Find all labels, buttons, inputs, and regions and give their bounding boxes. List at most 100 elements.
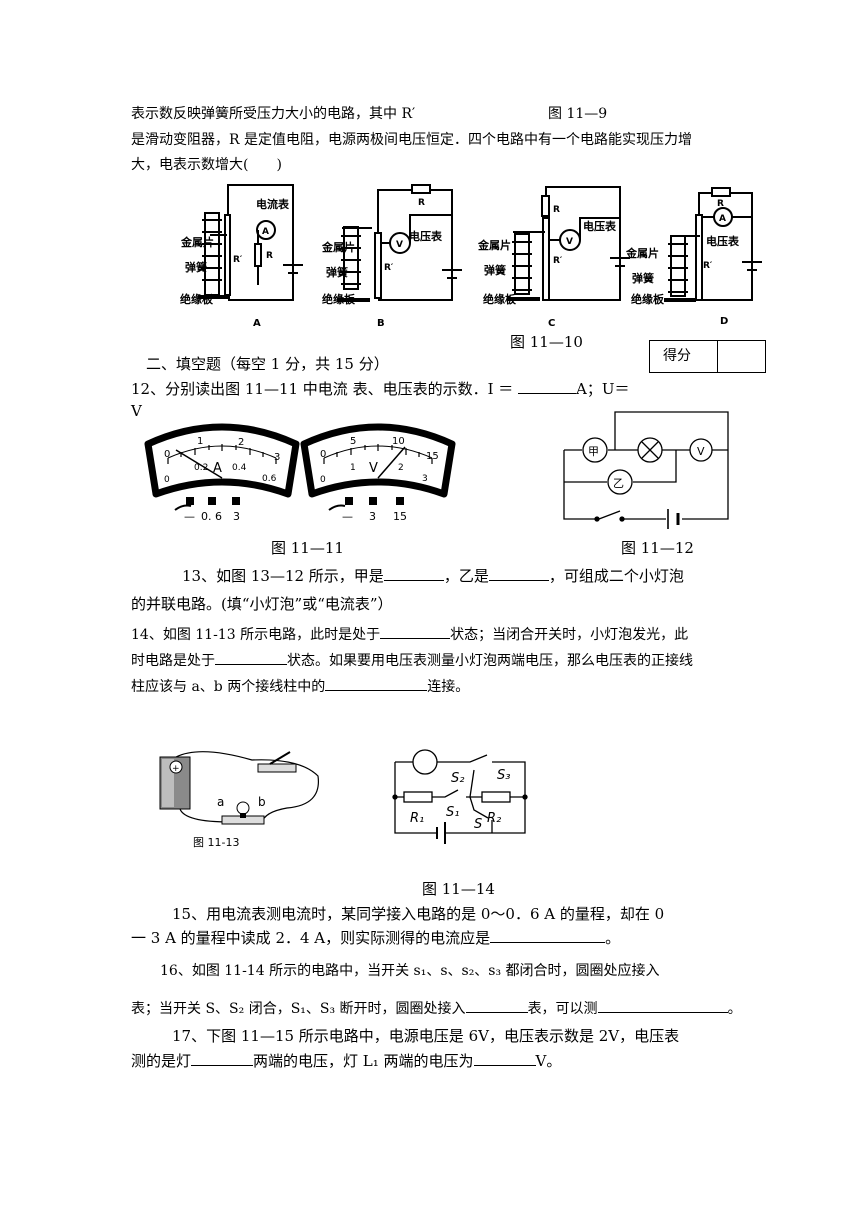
- q17-line1: 17、下图 11—15 所示电路中，电源电压是 6V，电压表示数是 2V，电压表: [172, 1027, 680, 1045]
- circuit-b-meter-label: 电压表: [409, 229, 443, 243]
- battery-plus-icon: +: [172, 764, 180, 774]
- q12-text-a: 12、分别读出图 11—11 中电流 表、电压表的示数．I ＝: [131, 380, 519, 398]
- figure-11-11: 0 1 2 3 0 0.2 0.4 0.6 A — 0. 6 3 0 5 10 …: [144, 411, 729, 529]
- circuit-d-spring-label: 弹簧: [632, 271, 654, 285]
- circuit-d-meter-symbol: A: [719, 214, 726, 224]
- circuit-a-base-label: 绝缘板: [180, 292, 214, 306]
- circuit-a-labels: 金属片 弹簧 绝缘板 电流表 A R′ R A: [180, 197, 290, 329]
- circuit-a-spring-label: 弹簧: [185, 260, 207, 274]
- ammeter-labels: 0 1 2 3 0 0.2 0.4 0.6 A — 0. 6 3: [164, 436, 280, 523]
- ammeter-dial: [144, 423, 300, 511]
- q14-line1b: 状态；当闭合开关时，小灯泡发光，此: [450, 627, 689, 643]
- circuit-d: [664, 187, 762, 302]
- circuit-d-plate-label: 金属片: [625, 246, 659, 260]
- q14-line3a: 柱应该与 a、b 两个接线柱中的: [131, 679, 326, 695]
- circuit-c-rvar-label: R′: [553, 256, 563, 266]
- q15-line1: 15、用电流表测电流时，某同学接入电路的是 0～0．6 A 的量程，却在 0: [172, 905, 665, 923]
- voltmeter-tick-bottom-0: 0: [320, 475, 326, 485]
- q12-text-b: A；U＝: [576, 380, 630, 398]
- fig14-r1-label: R₁: [410, 811, 424, 826]
- voltmeter-symbol: V: [369, 461, 378, 476]
- figure-11-13-14: + a b S₂ S₃ S₁ S R₁ R₂: [159, 749, 528, 844]
- q14-blank-2: [215, 649, 287, 665]
- circuit-b-base-label: 绝缘板: [322, 292, 356, 306]
- ammeter-terminal-3: 3: [233, 510, 240, 523]
- ammeter-tick-bottom-3: 0.6: [262, 474, 277, 484]
- fig13-a-label: a: [217, 795, 224, 809]
- circuit-b-plate-label: 金属片: [321, 240, 355, 254]
- circuit-b-rvar-label: R′: [384, 263, 394, 273]
- figure-11-13-labels: a b: [217, 795, 266, 809]
- fig14-s3-label: S₃: [497, 768, 510, 783]
- q14-line2a: 时电路是处于: [131, 653, 215, 669]
- circuit-a-option: A: [253, 318, 261, 329]
- q16-line2b: 表，可以测: [527, 1001, 598, 1017]
- circuit-a-rfixed-label: R: [266, 251, 273, 261]
- q16-line1: 16、如图 11-14 所示的电路中，当开关 s₁、s、s₂、s₃ 都闭合时，圆…: [160, 963, 660, 979]
- q13-text-b: ，乙是: [443, 567, 489, 585]
- q13-line1: 13、如图 13—12 所示，甲是，乙是，可组成二个小灯泡: [182, 564, 684, 588]
- circuit-c-meter-label: 电压表: [583, 219, 617, 233]
- q14-line1a: 14、如图 11-13 所示电路，此时是处于: [131, 627, 381, 643]
- circuit-b-option: B: [377, 318, 385, 329]
- circuit-b-spring-label: 弹簧: [326, 265, 348, 279]
- q14-line2b: 状态。如果要用电压表测量小灯泡两端电压，那么电压表的正接线: [287, 653, 693, 669]
- circuit-b: [337, 184, 462, 302]
- q13-text-a: 13、如图 13—12 所示，甲是: [182, 567, 384, 585]
- fig-11-12-caption: 图 11—12: [621, 539, 694, 557]
- ammeter-terminal-0-6: 0. 6: [201, 510, 222, 523]
- fig-11-10-caption: 图 11—10: [510, 333, 583, 351]
- voltmeter-tick-bottom-3: 3: [422, 474, 428, 484]
- figure-11-14: [392, 749, 528, 844]
- circuit-a: [198, 184, 303, 301]
- figure-11-14-labels: S₂ S₃ S₁ S R₁ R₂: [410, 768, 510, 832]
- circuit-d-rvar-label: R′: [703, 261, 713, 271]
- q11-line2: 是滑动变阻器，R 是定值电阻，电源两极间电压恒定．四个电路中有一个电路能实现压力…: [131, 132, 692, 148]
- circuit-c-labels: 金属片 弹簧 绝缘板 电压表 V R′ R C: [477, 205, 617, 329]
- circuit-b-meter-symbol: V: [396, 240, 403, 250]
- q17-line2a: 测的是灯: [131, 1052, 192, 1070]
- fig13-b-label: b: [258, 795, 266, 809]
- q15-blank: [490, 927, 606, 943]
- q12-line2: V: [131, 402, 142, 420]
- q16-line2a: 表；当开关 S、S₂ 闭合，S₁、S₃ 断开时，圆圈处接入: [131, 1001, 466, 1017]
- q15-line2a: 一 3 A 的量程中读成 2．4 A，则实际测得的电流应是: [131, 929, 491, 947]
- voltmeter-dial: [300, 423, 456, 511]
- q13-blank-yi: [488, 565, 549, 581]
- circuit-b-labels: 金属片 弹簧 绝缘板 电压表 V R′ R B: [321, 198, 443, 329]
- ammeter-symbol: A: [213, 461, 222, 476]
- circuit-d-base-label: 绝缘板: [631, 292, 665, 306]
- q14-line2: 时电路是处于 状态。如果要用电压表测量小灯泡两端电压，那么电压表的正接线: [131, 649, 693, 672]
- q13-line2: 的并联电路。(填“小灯泡”或“电流表”）: [131, 595, 393, 613]
- q17-blank-2: [473, 1050, 536, 1066]
- figure-11-10: 金属片 弹簧 绝缘板 电流表 A R′ R A 金属片 弹簧 绝缘板 电压表 V…: [180, 184, 762, 329]
- voltmeter-tick-top-2: 10: [392, 436, 405, 447]
- score-divider: [717, 341, 718, 372]
- voltmeter-tick-top-0: 0: [320, 449, 326, 460]
- q14-line3: 柱应该与 a、b 两个接线柱中的连接。: [131, 675, 469, 698]
- fig-11-9-caption: 图 11—9: [548, 106, 608, 122]
- ammeter-tick-top-2: 2: [238, 437, 244, 448]
- q16-blank-1: [465, 997, 528, 1013]
- circuit-a-meter-label: 电流表: [256, 197, 290, 211]
- q12-blank-i: [518, 378, 577, 394]
- circuit-c: [508, 186, 630, 301]
- ammeter-tick-bottom-0: 0: [164, 475, 170, 485]
- voltmeter-terminal-15: 15: [393, 510, 407, 523]
- ammeter-tick-top-0: 0: [164, 449, 170, 460]
- fig14-s1-label: S₁: [446, 805, 459, 820]
- fig14-s2-label: S₂: [451, 771, 464, 786]
- q14-blank-1: [380, 623, 451, 639]
- q14-line1: 14、如图 11-13 所示电路，此时是处于 状态；当闭合开关时，小灯泡发光，此: [131, 623, 688, 646]
- voltmeter-terminal-neg: —: [342, 510, 353, 523]
- circuit-c-plate-label: 金属片: [477, 238, 511, 252]
- fig14-r2-label: R₂: [487, 811, 501, 826]
- circuit-a-plate-label: 金属片: [180, 235, 214, 249]
- fig14-s-label: S: [474, 817, 482, 832]
- score-box: 得分: [649, 340, 766, 373]
- circuit-d-rfixed-label: R: [717, 199, 724, 209]
- section-2-heading: 二、填空题（每空 1 分，共 15 分）: [146, 355, 389, 373]
- ammeter-tick-top-1: 1: [197, 436, 203, 447]
- fig-11-11-caption: 图 11—11: [271, 539, 344, 557]
